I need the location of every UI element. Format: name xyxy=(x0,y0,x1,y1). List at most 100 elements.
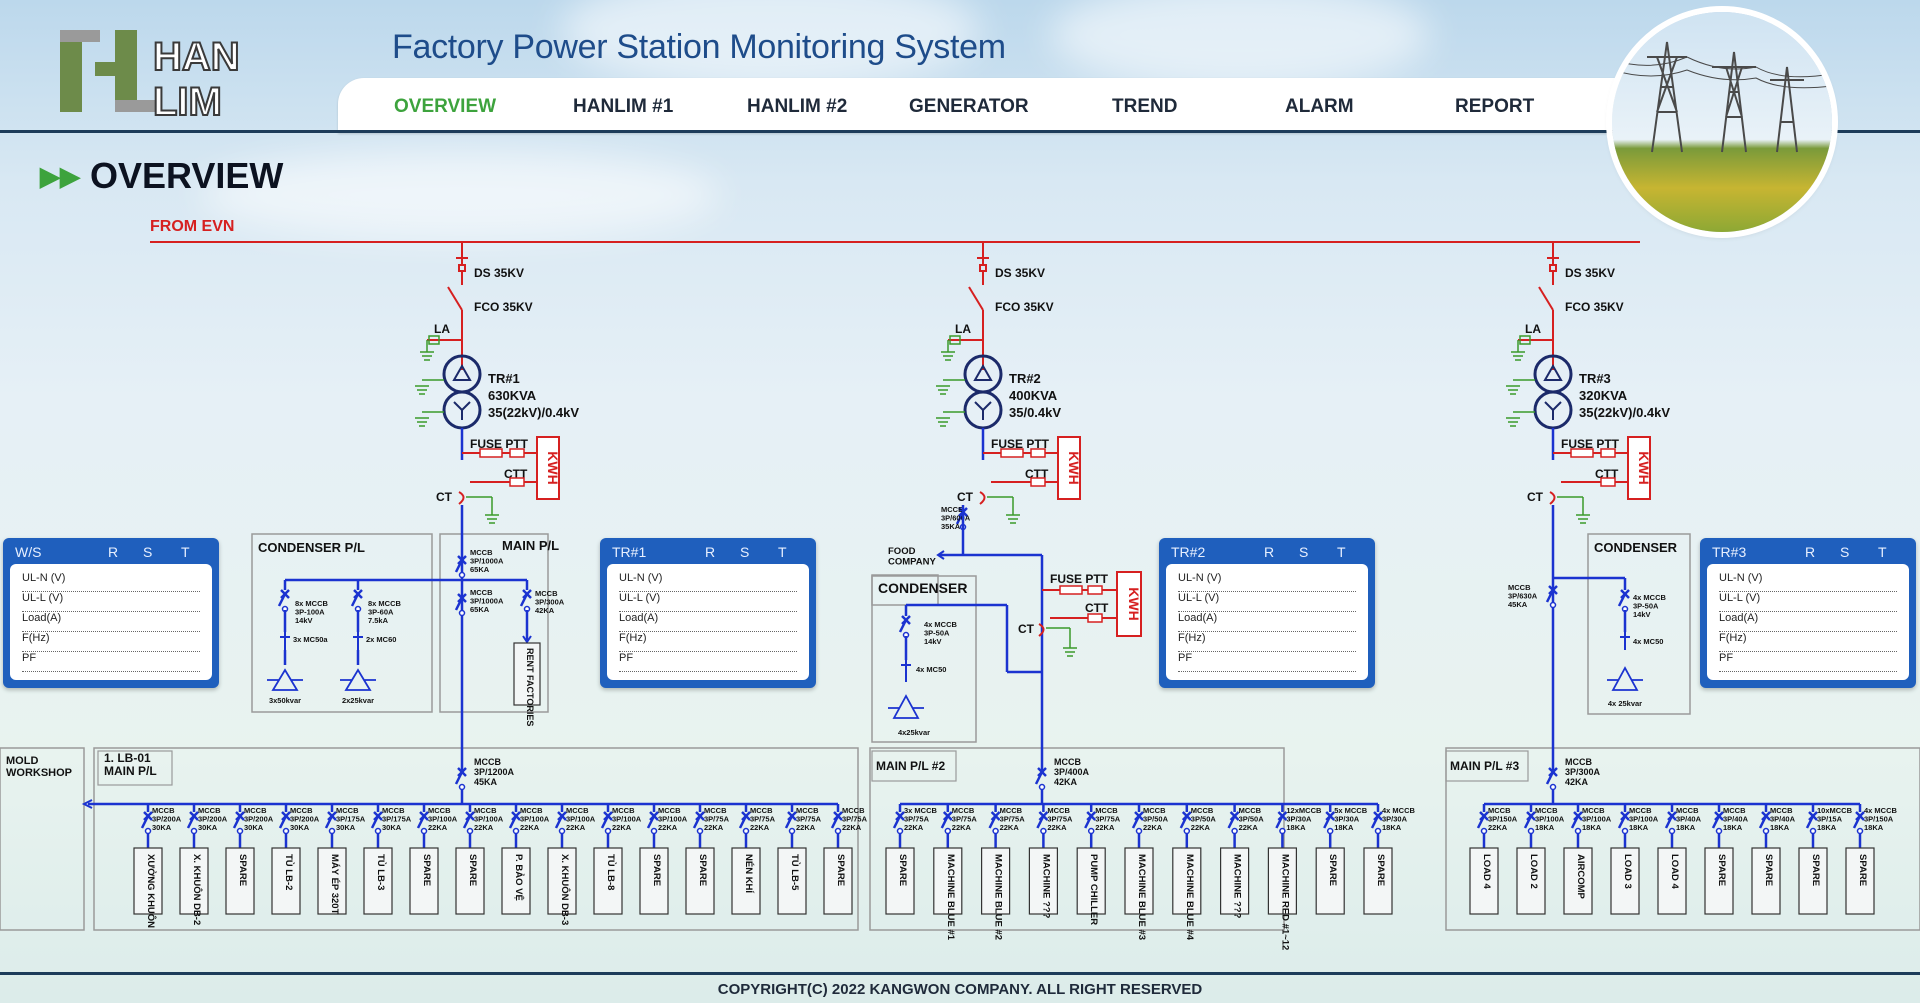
branch-breaker-label: 3P/100A xyxy=(1582,815,1612,824)
contactor-symbol xyxy=(901,660,911,682)
mccb-terminal xyxy=(788,827,796,835)
branch-breaker-label: 30KA xyxy=(290,823,310,832)
lb01-main-breaker-label: 3P/1200A xyxy=(474,767,515,777)
nav-trend[interactable]: TREND xyxy=(1112,96,1178,117)
mccb-switch xyxy=(940,815,949,829)
mccb-terminal xyxy=(1574,827,1582,835)
meter-row: F(Hz) xyxy=(22,632,200,652)
branch-breaker-label: 3P/30A xyxy=(1286,815,1312,824)
meter-row: UL-L (V) xyxy=(22,592,200,612)
nav-hanlim-1[interactable]: HANLIM #1 xyxy=(573,96,674,117)
branch-breaker-label: MCCB xyxy=(382,806,405,815)
meter-row: PF xyxy=(619,652,797,672)
mccb-switch xyxy=(554,815,564,829)
nav-hanlim-2[interactable]: HANLIM #2 xyxy=(747,96,848,117)
wye-symbol xyxy=(1544,401,1562,420)
load-box xyxy=(1798,847,1828,915)
branch-breaker-label: MCCB xyxy=(1047,806,1070,815)
capacitor-bank-symbol xyxy=(1607,666,1643,691)
branch-breaker-label: 5x MCCB xyxy=(1334,806,1368,815)
mold-workshop-label: WORKSHOP xyxy=(6,767,72,779)
load-box xyxy=(547,847,577,915)
load-label: PUMP CHILLER xyxy=(1088,854,1099,925)
mccb-terminal xyxy=(1480,827,1488,835)
mccb-switch xyxy=(692,815,702,829)
main-pl-3-title: MAIN P/L #3 xyxy=(1450,759,1519,773)
branch-breaker-label: 3P/15A xyxy=(1817,815,1843,824)
main-pl-3-title-box xyxy=(1445,750,1529,782)
meter-row: PF xyxy=(22,652,200,672)
nav-report[interactable]: REPORT xyxy=(1455,96,1535,117)
fuse-symbol xyxy=(1000,448,1024,458)
branch-breaker-label: MCCB xyxy=(566,806,589,815)
lb01-main-pl-panel xyxy=(93,747,859,931)
capacitor-label: 4x 25kvar xyxy=(1608,699,1642,708)
mccb-switch xyxy=(232,815,242,829)
lightning-arrester xyxy=(428,335,440,345)
main-pl-title: MAIN P/L xyxy=(502,538,559,553)
mccb-switch xyxy=(1034,771,1044,785)
meter-title: TR#1 xyxy=(612,544,647,560)
meter-phase-label: R xyxy=(1805,544,1816,560)
ct-label: CT xyxy=(1018,622,1035,636)
branch-breaker-label: 3P/50A xyxy=(1143,815,1169,824)
fco-label: FCO 35KV xyxy=(474,300,533,314)
ground-symbol xyxy=(419,351,435,361)
load-label: LOAD 4 xyxy=(1481,854,1492,890)
mccb-switch xyxy=(1852,815,1862,829)
mccb-switch xyxy=(416,815,426,829)
ct-label: CT xyxy=(957,490,974,504)
ground-symbol xyxy=(414,417,430,427)
meter-phase-label: T xyxy=(1878,544,1887,560)
load-box xyxy=(980,847,1011,915)
branch-breaker-label: 18KA xyxy=(1286,823,1306,832)
fco-switch xyxy=(447,286,463,311)
ground-symbol xyxy=(484,514,500,524)
branch-breaker-label: 3P/100A xyxy=(474,815,504,824)
branch-breaker-label: 3P/200A xyxy=(290,815,320,824)
load-box xyxy=(1028,847,1059,915)
nav-overview[interactable]: OVERVIEW xyxy=(394,96,497,117)
main-breaker-label: 65KA xyxy=(470,565,490,574)
ctt-symbol xyxy=(1600,477,1616,487)
kwh-label: KWH xyxy=(1636,451,1652,484)
main-breaker-label: MCCB xyxy=(470,588,493,597)
branch-breaker-label: 18KA xyxy=(1676,823,1696,832)
branch-breaker-label: MCCB xyxy=(1676,806,1699,815)
ct-symbol xyxy=(458,491,465,505)
ds-label: DS 35KV xyxy=(474,266,524,280)
branch-breaker-label: 22KA xyxy=(904,823,924,832)
branch-breaker-label: 30KA xyxy=(152,823,172,832)
load-label: SPARE xyxy=(897,854,908,886)
branch-breaker-label: 3P/100A xyxy=(428,815,458,824)
branch-breaker-label: MCCB xyxy=(1191,806,1214,815)
ptt-symbol xyxy=(1087,585,1103,595)
condenser-breaker-label: 7.5kA xyxy=(368,616,389,625)
mccb-terminal xyxy=(650,827,658,835)
double-arrow-icon: ▶▶ xyxy=(40,161,80,191)
condenser-breaker-label: 14kV xyxy=(295,616,313,625)
branch-breaker-label: MCCB xyxy=(1488,806,1511,815)
load-label: X. KHUÔN DB-3 xyxy=(559,854,571,925)
main-pl-2-panel xyxy=(869,747,1285,931)
load-label: SPARE xyxy=(1810,854,1821,886)
transformer-rating: 320KVA xyxy=(1579,388,1628,403)
ds-switch xyxy=(979,264,987,272)
mccb-terminal xyxy=(458,783,466,791)
load-label: TỦ LB-3 xyxy=(375,854,387,890)
load-label: MÁY ÉP 320T xyxy=(329,854,340,915)
kwh-label: KWH xyxy=(545,451,561,484)
nav-alarm[interactable]: ALARM xyxy=(1285,96,1354,117)
mccb-terminal xyxy=(512,827,520,835)
branch-breaker-label: 3P/200A xyxy=(198,815,228,824)
branch-breaker-label: 3P/100A xyxy=(658,815,688,824)
mold-workshop-label: MOLD xyxy=(6,755,38,767)
nav-generator[interactable]: GENERATOR xyxy=(909,96,1029,117)
condenser-breaker-label: 4x MCCB xyxy=(924,620,958,629)
logo-text-top: HAN xyxy=(153,35,240,79)
ground-symbol xyxy=(1510,351,1526,361)
ptt-symbol xyxy=(1600,448,1616,458)
capacitor-label: 3x50kvar xyxy=(269,696,301,705)
branch-breaker-label: 3P/150A xyxy=(1488,815,1518,824)
mccb-terminal xyxy=(834,827,842,835)
